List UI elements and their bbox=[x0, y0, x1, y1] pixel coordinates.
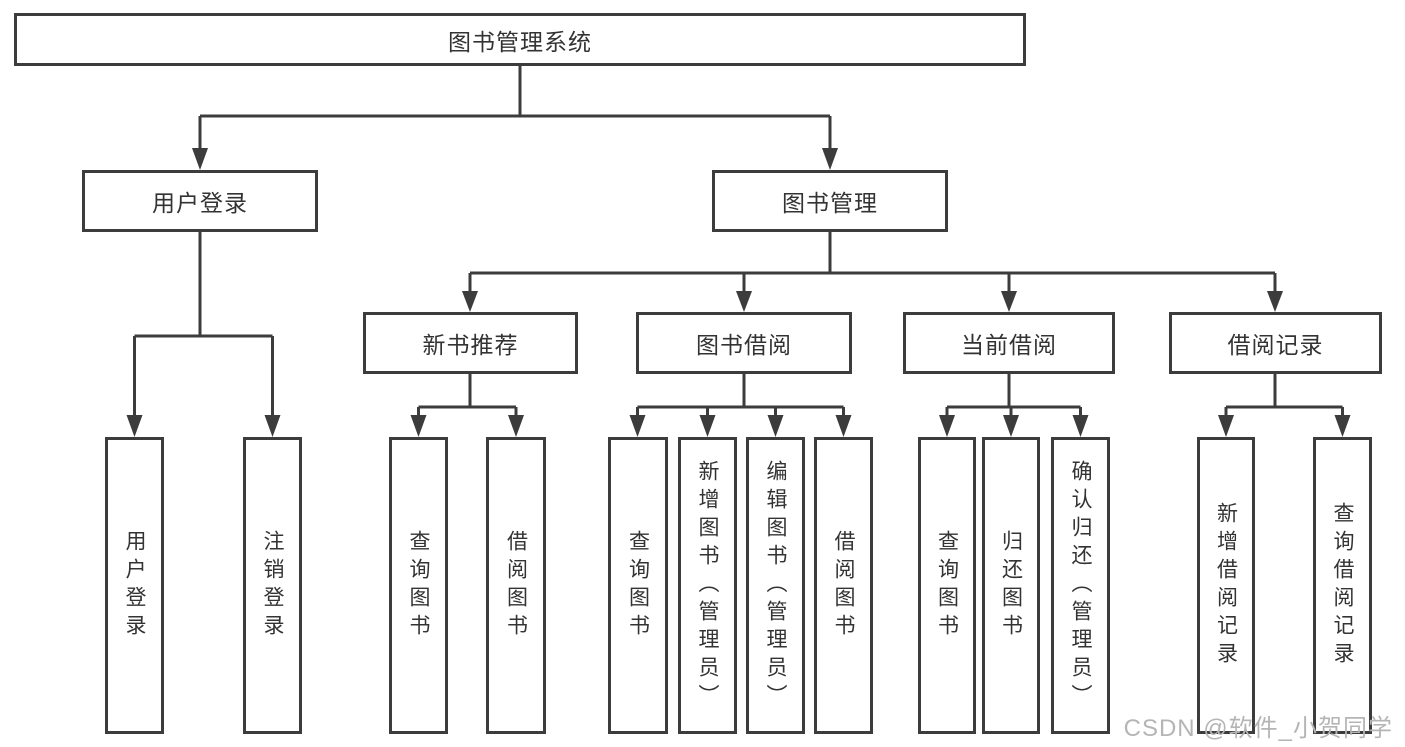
leaf-current-confirm-admin: 确认归还（管理员） bbox=[1051, 437, 1110, 734]
leaf-borrow-edit-admin: 编辑图书（管理员） bbox=[746, 437, 805, 734]
leaf-logout-label: 注销登录 bbox=[261, 529, 284, 642]
leaf-borrow-add-admin: 新增图书（管理员） bbox=[678, 437, 737, 734]
leaf-borrow-book-label: 借阅图书 bbox=[832, 529, 855, 642]
node-new-book-recommend: 新书推荐 bbox=[363, 312, 578, 374]
leaf-record-query: 查询借阅记录 bbox=[1313, 437, 1372, 734]
node-book-management-label: 图书管理 bbox=[782, 190, 878, 216]
leaf-user-login: 用户登录 bbox=[105, 437, 164, 734]
csdn-watermark: CSDN @软件_小贺同学 bbox=[1123, 715, 1393, 742]
node-user-login: 用户登录 bbox=[82, 170, 318, 232]
leaf-current-return: 归还图书 bbox=[982, 437, 1040, 734]
leaf-newbook-borrow-label: 借阅图书 bbox=[504, 529, 528, 642]
leaf-user-login-label: 用户登录 bbox=[123, 529, 146, 642]
leaf-record-add: 新增借阅记录 bbox=[1197, 437, 1255, 734]
leaf-borrow-edit-admin-label: 编辑图书（管理员） bbox=[764, 459, 787, 712]
leaf-borrow-query-label: 查询图书 bbox=[626, 529, 650, 642]
node-root-system: 图书管理系统 bbox=[14, 13, 1026, 66]
node-borrow-record: 借阅记录 bbox=[1169, 312, 1382, 374]
leaf-current-query-label: 查询图书 bbox=[935, 529, 959, 642]
leaf-newbook-query: 查询图书 bbox=[389, 437, 448, 734]
node-book-borrow-label: 图书借阅 bbox=[696, 332, 792, 358]
leaf-borrow-book: 借阅图书 bbox=[814, 437, 873, 734]
leaf-record-query-label: 查询借阅记录 bbox=[1331, 501, 1354, 670]
leaf-borrow-query: 查询图书 bbox=[608, 437, 668, 734]
node-user-login-label: 用户登录 bbox=[152, 190, 248, 216]
node-book-borrow: 图书借阅 bbox=[636, 312, 852, 374]
node-book-management: 图书管理 bbox=[712, 170, 948, 232]
node-root-system-label: 图书管理系统 bbox=[448, 28, 592, 55]
node-current-borrow-label: 当前借阅 bbox=[961, 332, 1057, 358]
node-current-borrow: 当前借阅 bbox=[903, 312, 1115, 374]
leaf-logout: 注销登录 bbox=[243, 437, 302, 734]
node-new-book-recommend-label: 新书推荐 bbox=[422, 332, 519, 358]
leaf-newbook-borrow: 借阅图书 bbox=[486, 437, 546, 734]
tree-edges bbox=[133, 66, 1344, 416]
leaf-borrow-add-admin-label: 新增图书（管理员） bbox=[696, 459, 719, 712]
leaf-current-confirm-admin-label: 确认归还（管理员） bbox=[1069, 459, 1092, 712]
leaf-current-query: 查询图书 bbox=[918, 437, 976, 734]
arrow-heads bbox=[126, 148, 1351, 437]
node-borrow-record-label: 借阅记录 bbox=[1227, 332, 1324, 358]
leaf-newbook-query-label: 查询图书 bbox=[407, 529, 430, 642]
leaf-record-add-label: 新增借阅记录 bbox=[1214, 501, 1238, 670]
leaf-current-return-label: 归还图书 bbox=[999, 529, 1023, 642]
